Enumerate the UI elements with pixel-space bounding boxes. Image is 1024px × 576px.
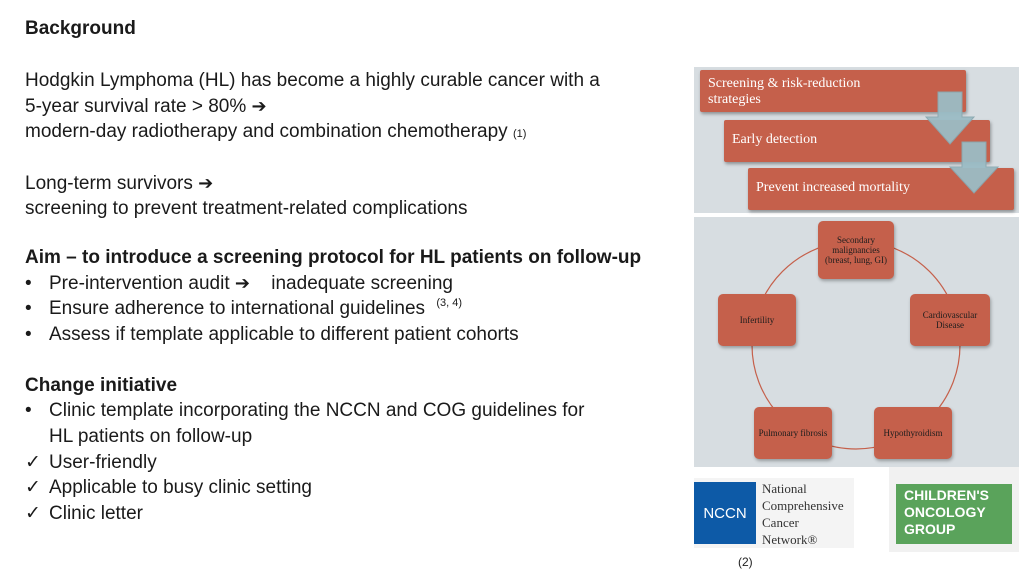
node-cardiovascular-disease: Cardiovascular Disease [910, 294, 990, 346]
reference-3-4: (3, 4) [436, 297, 463, 309]
reference-1: (1) [512, 128, 527, 140]
aim-item-3: • Assess if template applicable to differ… [25, 322, 519, 348]
checkmark-icon: ✓ [25, 503, 41, 524]
down-arrow-icon [948, 141, 1000, 194]
cog-logo-text: CHILDREN'S ONCOLOGY GROUP [896, 484, 1012, 544]
background-line-3: modern-day radiotherapy and combination … [25, 119, 526, 148]
aim-item-2-text: Ensure adherence to international guidel… [49, 298, 426, 319]
change-item-1-cont: HL patients on follow-up [49, 426, 253, 447]
background-line-3-text: modern-day radiotherapy and combination … [25, 121, 508, 142]
bullet-icon: • [25, 298, 32, 319]
checkmark-icon: ✓ [25, 452, 41, 473]
change-item-1-text: Clinic template incorporating the NCCN a… [49, 400, 585, 421]
aim-item-2: • Ensure adherence to international guide… [25, 296, 462, 325]
complications-cycle-figure: Secondary malignancies (breast, lung, GI… [694, 217, 1019, 467]
screening-flow-figure: Screening & risk-reduction strategies Ea… [694, 67, 1019, 213]
right-arrow-icon: ➔ [198, 173, 214, 193]
node-secondary-malignancies: Secondary malignancies (breast, lung, GI… [818, 221, 894, 279]
nccn-logo: NCCN National Comprehensive Cancer Netwo… [694, 478, 854, 548]
right-arrow-icon: ➔ [234, 273, 250, 293]
nccn-logo-block: NCCN [694, 482, 756, 544]
bullet-icon: • [25, 324, 32, 345]
aim-item-1-text: Pre-intervention audit [49, 273, 230, 294]
aim-heading: Aim – to introduce a screening protocol … [25, 247, 642, 268]
long-term-line-1-text: Long-term survivors [25, 173, 193, 194]
background-line-1: Hodgkin Lymphoma (HL) has become a highl… [25, 70, 600, 91]
check-item-1-text: User-friendly [49, 452, 157, 473]
check-item-2-text: Applicable to busy clinic setting [49, 477, 312, 498]
cog-logo: CHILDREN'S ONCOLOGY GROUP [889, 467, 1019, 552]
background-line-2-text: 5-year survival rate > 80% [25, 96, 247, 117]
nccn-logo-text: National Comprehensive Cancer Network® [762, 481, 844, 547]
checkmark-icon: ✓ [25, 477, 41, 498]
down-arrow-icon [924, 91, 976, 145]
change-item-1: • Clinic template incorporating the NCCN … [25, 398, 584, 424]
bullet-icon: • [25, 400, 32, 421]
node-pulmonary-fibrosis: Pulmonary fibrosis [754, 407, 832, 459]
long-term-line-1: Long-term survivors ➔ [25, 171, 213, 197]
check-item-2: ✓ Applicable to busy clinic setting [25, 475, 312, 501]
long-term-line-2: screening to prevent treatment-related c… [25, 198, 468, 219]
aim-item-3-text: Assess if template applicable to differe… [49, 324, 519, 345]
node-infertility: Infertility [718, 294, 796, 346]
check-item-3: ✓ Clinic letter [25, 501, 143, 527]
bullet-icon: • [25, 273, 32, 294]
check-item-1: ✓ User-friendly [25, 450, 157, 476]
reference-2: (2) [738, 555, 753, 569]
flow-arrows [924, 91, 1000, 194]
flow-box-early-detection: Early detection [724, 120, 990, 162]
aim-item-1-after: inadequate screening [271, 273, 453, 294]
right-arrow-icon: ➔ [251, 96, 267, 116]
background-line-2: 5-year survival rate > 80% ➔ [25, 94, 267, 120]
section-heading-background: Background [25, 18, 136, 39]
flow-box-screening: Screening & risk-reduction strategies [700, 70, 966, 112]
node-hypothyroidism: Hypothyroidism [874, 407, 952, 459]
aim-item-1: • Pre-intervention audit ➔ inadequate scr… [25, 271, 453, 297]
change-heading: Change initiative [25, 375, 178, 396]
check-item-3-text: Clinic letter [49, 503, 143, 524]
